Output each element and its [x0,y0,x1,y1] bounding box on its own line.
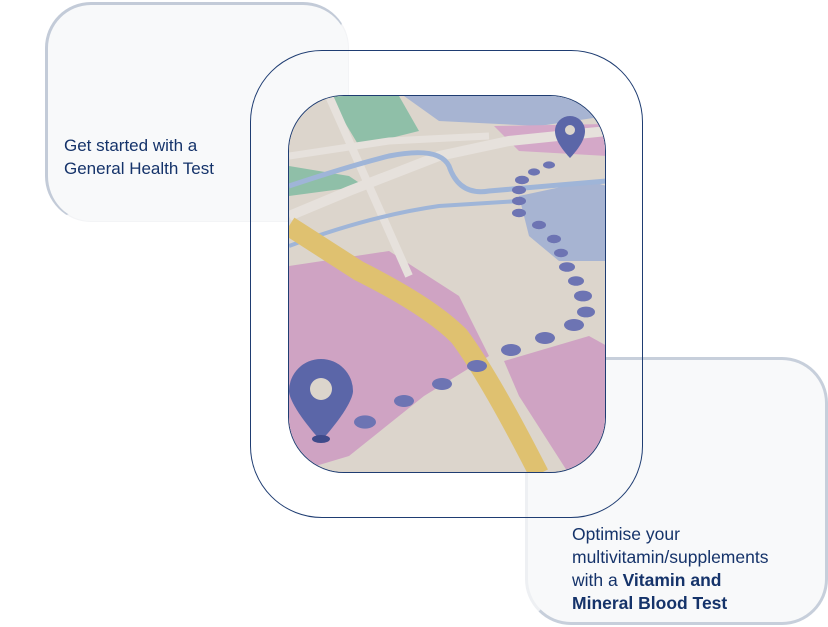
route-dot [512,208,526,218]
route-map-illustration [288,95,606,473]
route-dot [528,168,540,176]
route-dot [532,220,546,230]
route-dot [547,234,561,244]
route-dot [354,415,376,429]
card-text-line: multivitamin/supplements [572,547,769,567]
route-dot [559,262,575,272]
map-frame [250,50,643,518]
card-text-line: with a Vitamin and [572,569,768,592]
card-text-line: Mineral Blood Test [572,592,768,615]
route-dot [568,276,584,286]
river [289,150,605,195]
route-dot [543,161,555,169]
water-area [519,181,605,261]
route-dot [577,306,595,318]
route-dot [564,319,584,331]
text-bold: Vitamin and [622,570,722,590]
card-text-line: Optimise your [572,524,680,544]
route-dot [512,196,526,206]
text-bold: Mineral Blood Test [572,593,728,613]
general-health-test-text: Get started with a General Health Test [64,134,214,180]
district-area [504,336,605,472]
card-text-line: General Health Test [64,159,214,178]
route-dot [554,248,568,258]
route-dot [535,332,555,344]
start-pin-icon [289,359,353,443]
route-dot [501,344,521,356]
route-dot [432,378,452,390]
route-dot [467,360,487,372]
card-text-line: Get started with a [64,136,198,155]
route-dot [512,185,526,195]
park-area [329,96,419,146]
water-area [404,96,605,126]
text-prefix: with a [572,570,623,590]
route-dot [515,175,529,185]
end-pin-icon [555,116,585,158]
route-dot [574,290,592,302]
route-dot [394,395,414,407]
vitamin-mineral-test-text: Optimise your multivitamin/supplements w… [572,523,768,615]
main-road [289,217,548,472]
